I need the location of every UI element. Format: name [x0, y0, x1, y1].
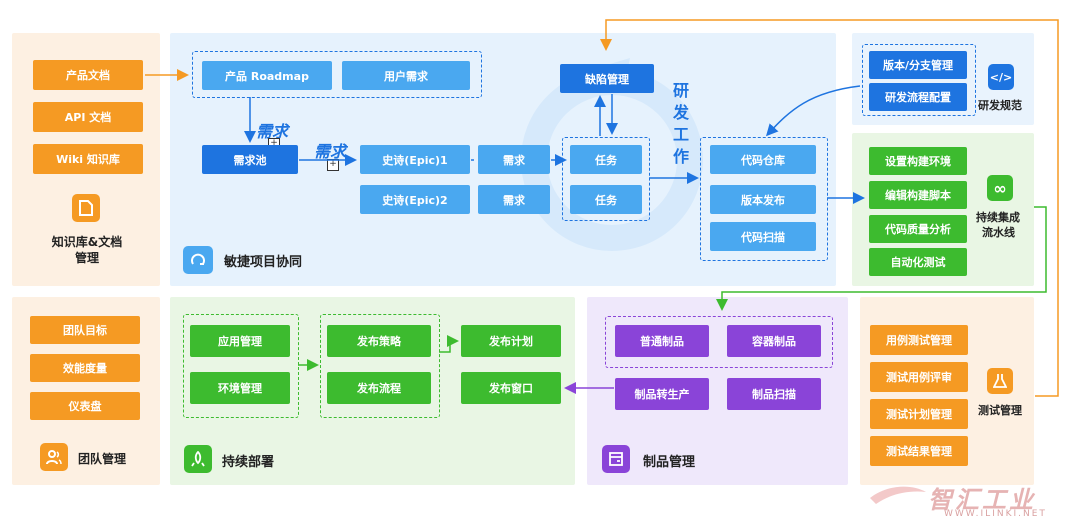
requirement-box[interactable]: 需求 — [478, 185, 550, 214]
ci-item[interactable]: 自动化测试 — [869, 248, 967, 276]
rocket-icon — [184, 445, 212, 473]
artifact-item[interactable]: 普通制品 — [615, 325, 709, 357]
team-icon — [40, 443, 68, 471]
dev-work-char: 研 — [672, 81, 689, 100]
code-scan-box[interactable]: 代码扫描 — [710, 222, 816, 251]
watermark-url: WWW.ILINKI.NET — [944, 509, 1047, 519]
artifact-item[interactable]: 容器制品 — [727, 325, 821, 357]
test-item[interactable]: 用例测试管理 — [870, 325, 968, 355]
code-group — [700, 137, 828, 261]
dev-process-box[interactable]: 研发流程配置 — [869, 83, 967, 111]
requirement-label-1: 需求 — [256, 122, 289, 141]
epic-box[interactable]: 史诗(Epic)2 — [360, 185, 470, 214]
test-title: 测试管理 — [978, 404, 1022, 417]
ci-title-1: 持续集成 — [976, 211, 1020, 224]
release-process-box[interactable]: 发布流程 — [327, 372, 431, 404]
artifact-item[interactable]: 制品转生产 — [615, 378, 709, 410]
test-item[interactable]: 测试结果管理 — [870, 436, 968, 466]
ci-item[interactable]: 设置构建环境 — [869, 147, 967, 175]
code-icon: </> — [988, 64, 1014, 90]
team-item[interactable]: 仪表盘 — [30, 392, 140, 420]
task-box[interactable]: 任务 — [570, 145, 642, 174]
dev-work-char: 发 — [672, 103, 689, 122]
team-title: 团队管理 — [78, 452, 127, 466]
artifact-type-group — [605, 316, 833, 368]
agile-icon — [183, 246, 213, 274]
infinity-icon: ∞ — [987, 175, 1013, 201]
watermark-logo — [868, 480, 928, 510]
knowledge-title-2: 管理 — [74, 251, 99, 265]
version-release-box[interactable]: 版本发布 — [710, 185, 816, 214]
artifact-title: 制品管理 — [643, 455, 696, 470]
team-item[interactable]: 团队目标 — [30, 316, 140, 344]
test-item[interactable]: 测试用例评审 — [870, 362, 968, 392]
spec-group — [862, 44, 976, 116]
knowledge-item[interactable]: Wiki 知识库 — [33, 144, 143, 174]
deploy-title: 持续部署 — [222, 455, 275, 470]
requirement-box[interactable]: 需求 — [478, 145, 550, 174]
knowledge-title-1: 知识库&文档 — [51, 235, 123, 249]
task-group — [562, 137, 650, 221]
release-window-box[interactable]: 发布窗口 — [461, 372, 561, 404]
user-requirement-box[interactable]: 用户需求 — [342, 61, 470, 90]
ci-item[interactable]: 编辑构建脚本 — [869, 181, 967, 209]
ci-item[interactable]: 代码质量分析 — [869, 215, 967, 243]
epic-box[interactable]: 史诗(Epic)1 — [360, 145, 470, 174]
artifact-icon — [602, 445, 630, 473]
watermark-brand: 智汇工业 — [928, 486, 1036, 514]
app-management-box[interactable]: 应用管理 — [190, 325, 290, 357]
requirement-label-2: 需求 — [314, 142, 347, 161]
env-management-box[interactable]: 环境管理 — [190, 372, 290, 404]
agile-title: 敏捷项目协同 — [224, 255, 303, 270]
release-strategy-box[interactable]: 发布策略 — [327, 325, 431, 357]
roadmap-group — [192, 51, 482, 98]
artifact-item[interactable]: 制品扫描 — [727, 378, 821, 410]
requirement-pool[interactable]: 需求池 — [202, 145, 298, 174]
knowledge-item[interactable]: 产品文档 — [33, 60, 143, 90]
task-box[interactable]: 任务 — [570, 185, 642, 214]
dev-work-char: 工 — [672, 125, 689, 144]
spec-title: 研发规范 — [978, 99, 1022, 112]
code-repo-box[interactable]: 代码仓库 — [710, 145, 816, 174]
document-icon — [72, 194, 100, 222]
ci-title-2: 流水线 — [982, 226, 1015, 239]
branch-management-box[interactable]: 版本/分支管理 — [869, 51, 967, 79]
flask-icon — [987, 368, 1013, 394]
release-strategy-group — [320, 314, 440, 418]
knowledge-item[interactable]: API 文档 — [33, 102, 143, 132]
defect-management-box[interactable]: 缺陷管理 — [560, 64, 654, 93]
dev-work-char: 作 — [672, 147, 689, 166]
app-env-group — [183, 314, 299, 418]
roadmap-box[interactable]: 产品 Roadmap — [202, 61, 332, 90]
test-item[interactable]: 测试计划管理 — [870, 399, 968, 429]
release-plan-box[interactable]: 发布计划 — [461, 325, 561, 357]
team-item[interactable]: 效能度量 — [30, 354, 140, 382]
